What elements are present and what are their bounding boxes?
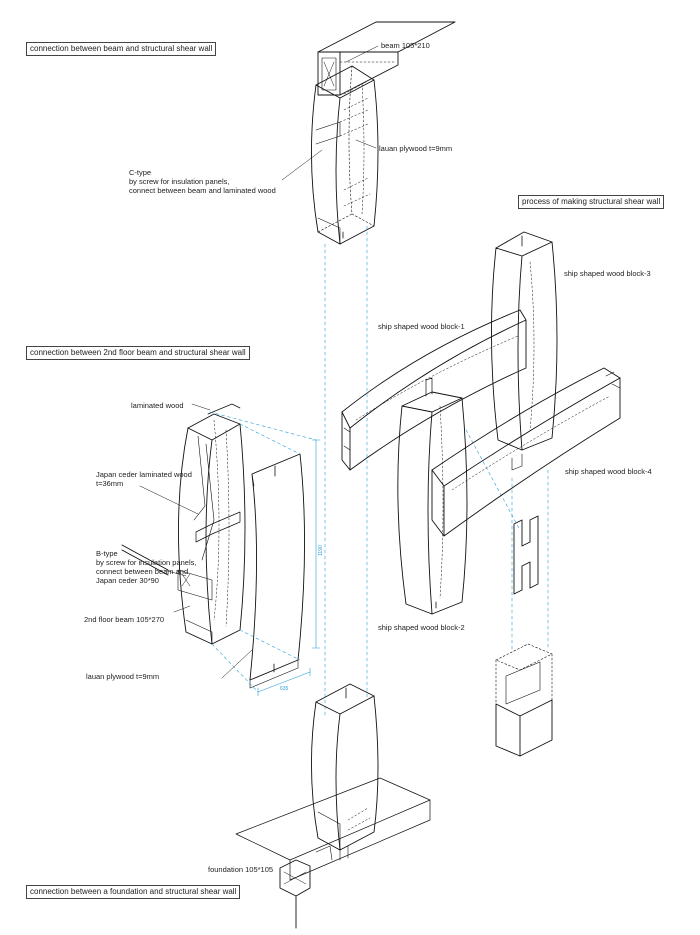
assembled-block <box>495 643 553 757</box>
label-btype-desc-3: Japan ceder 30*90 <box>96 576 159 585</box>
label-block-1: ship shaped wood block-1 <box>378 322 465 331</box>
wood-block-2 <box>397 377 468 615</box>
label-block-3: ship shaped wood block-3 <box>564 269 651 278</box>
label-foundation: foundation 105*105 <box>208 865 274 874</box>
label-block-2: ship shaped wood block-2 <box>378 623 465 632</box>
dimension-lines <box>257 439 321 697</box>
label-cedar: Japan ceder laminated wood <box>96 470 192 479</box>
leader-lines <box>139 45 379 679</box>
section-title-process: process of making structural shear wall <box>518 195 665 209</box>
label-ctype: C-type <box>129 168 152 177</box>
label-floor-beam: 2nd floor beam 105*270 <box>84 615 165 624</box>
top-beam <box>317 21 456 96</box>
wood-block-1 <box>341 309 527 471</box>
label-lauan-bottom: lauan plywood t=9mm <box>86 672 160 681</box>
label-btype-desc-1: by screw for insulation panels, <box>96 558 197 567</box>
label-ctype-desc-2: connect between beam and laminated wood <box>129 186 276 195</box>
foundation-sill <box>235 777 431 929</box>
label-lauan-top: lauan plywood t=9mm <box>379 144 453 153</box>
top-wall-panel <box>311 65 379 245</box>
section-title-foundation: connection between a foundation and stru… <box>26 885 241 899</box>
projection-lines <box>209 225 549 717</box>
label-btype-desc-2: connect between beam and <box>96 567 189 576</box>
dimension-width: 635 <box>280 686 289 692</box>
label-btype: B-type <box>96 549 118 558</box>
lauan-plywood-sheet <box>249 453 305 689</box>
label-block-4: ship shaped wood block-4 <box>565 467 652 476</box>
dimension-height: 1190 <box>318 545 324 556</box>
label-cedar-thickness: t=36mm <box>96 479 124 488</box>
label-beam: beam 105*210 <box>381 41 430 50</box>
floor-beam-assembly <box>121 403 246 645</box>
wood-block-3 <box>491 231 558 451</box>
label-laminated-wood: laminated wood <box>131 401 184 410</box>
bottom-wall-panel <box>311 683 379 851</box>
section-title-floor: connection between 2nd floor beam and st… <box>26 346 250 360</box>
section-title-beam: connection between beam and structural s… <box>26 42 217 56</box>
wood-block-4 <box>431 367 621 537</box>
label-ctype-desc-1: by screw for insulation panels, <box>129 177 230 186</box>
connector-piece <box>513 515 539 595</box>
